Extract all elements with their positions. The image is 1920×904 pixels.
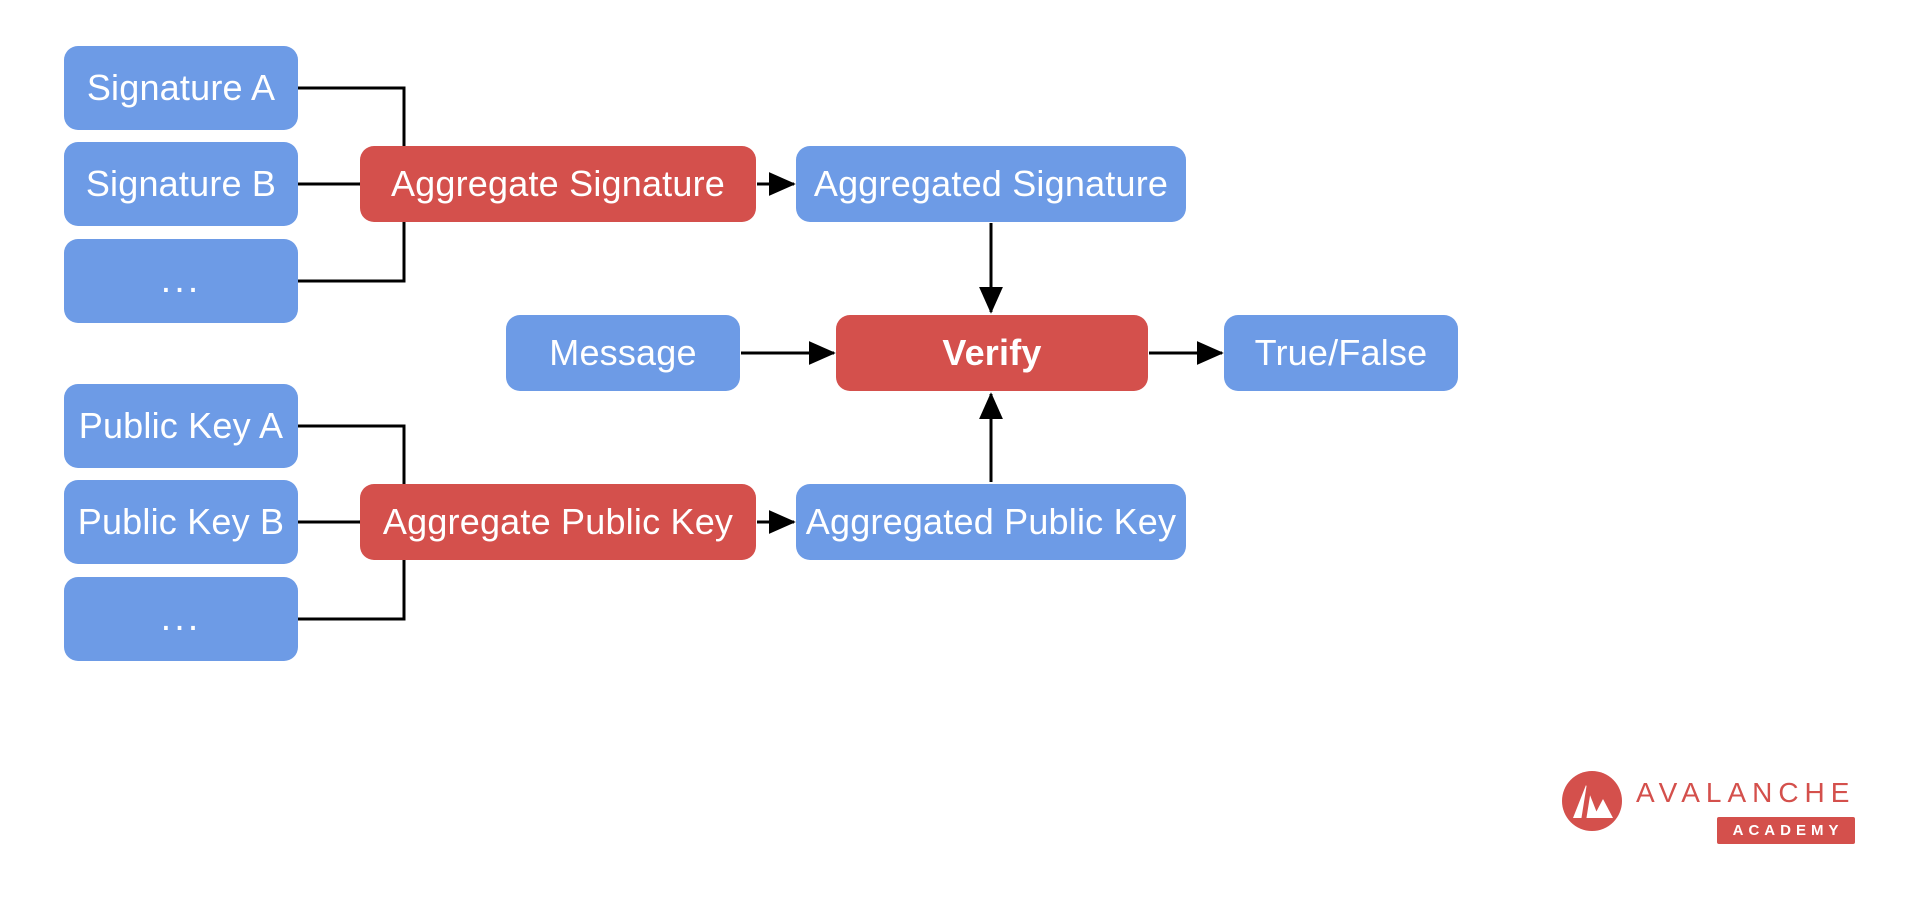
node-signature-more[interactable]: ... (64, 239, 298, 323)
node-true-false[interactable]: True/False (1224, 315, 1458, 391)
logo-subtitle: ACADEMY (1716, 817, 1856, 844)
logo-text-block: AVALANCHE ACADEMY (1636, 770, 1856, 844)
node-verify[interactable]: Verify (836, 315, 1148, 391)
node-public-key-b[interactable]: Public Key B (64, 480, 298, 564)
node-public-key-a[interactable]: Public Key A (64, 384, 298, 468)
node-public-key-more[interactable]: ... (64, 577, 298, 661)
node-signature-a[interactable]: Signature A (64, 46, 298, 130)
avalanche-academy-logo: AVALANCHE ACADEMY (1562, 770, 1862, 854)
node-aggregated-public-key[interactable]: Aggregated Public Key (796, 484, 1186, 560)
node-aggregate-public-key[interactable]: Aggregate Public Key (360, 484, 756, 560)
logo-wordmark: AVALANCHE (1636, 777, 1856, 808)
node-aggregate-signature[interactable]: Aggregate Signature (360, 146, 756, 222)
node-aggregated-signature[interactable]: Aggregated Signature (796, 146, 1186, 222)
avalanche-mountain-icon (1562, 771, 1622, 831)
node-message[interactable]: Message (506, 315, 740, 391)
node-signature-b[interactable]: Signature B (64, 142, 298, 226)
